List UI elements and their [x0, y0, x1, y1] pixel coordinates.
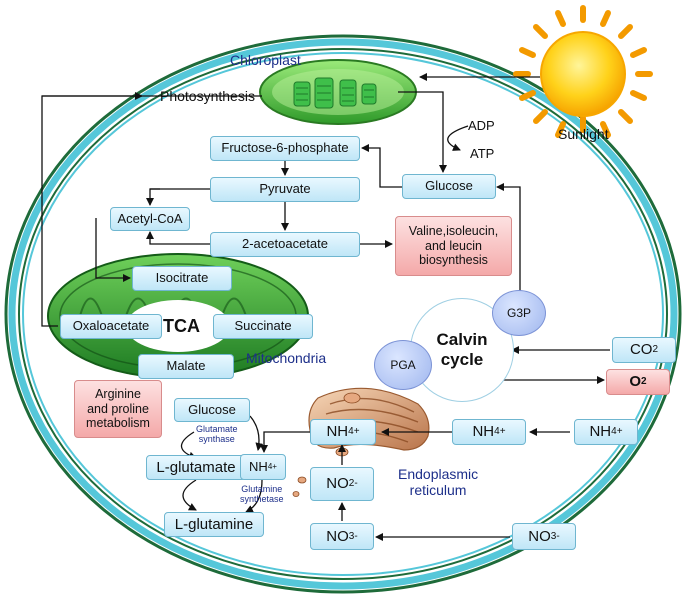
sunlight-label: Sunlight	[558, 126, 609, 142]
tca-label: TCA	[163, 316, 200, 336]
adp-label: ADP	[468, 118, 495, 133]
cell-membrane-rings	[4, 34, 682, 594]
node-glucose-bottom: Glucose	[174, 398, 250, 422]
node-fructose-6-phosphate: Fructose-6-phosphate	[210, 136, 360, 161]
node-pyruvate: Pyruvate	[210, 177, 360, 202]
node-oxaloacetate: Oxaloacetate	[60, 314, 162, 339]
sun-icon	[513, 5, 653, 138]
node-2-acetoacetate: 2-acetoacetate	[210, 232, 360, 257]
node-l-glutamine: L-glutamine	[164, 512, 264, 537]
node-malate: Malate	[138, 354, 234, 379]
node-pga: PGA	[374, 340, 432, 390]
node-glucose-top: Glucose	[402, 174, 496, 199]
node-l-glutamate: L-glutamate	[146, 455, 246, 480]
mitochondrion-illustration	[47, 253, 309, 379]
photosynthesis-arrow	[41, 95, 262, 327]
pathway-arrows	[41, 73, 610, 541]
node-g3p: G3P	[492, 290, 546, 336]
node-isocitrate: Isocitrate	[132, 266, 232, 291]
node-acetyl-coa: Acetyl-CoA	[110, 207, 190, 231]
node-succinate: Succinate	[213, 314, 313, 339]
mitochondria-label: Mitochondria	[246, 350, 327, 366]
photosynthesis-label: Photosynthesis	[160, 88, 255, 104]
chloroplast-illustration	[259, 59, 417, 125]
atp-label: ATP	[470, 146, 495, 161]
chloroplast-label: Chloroplast	[230, 52, 301, 68]
